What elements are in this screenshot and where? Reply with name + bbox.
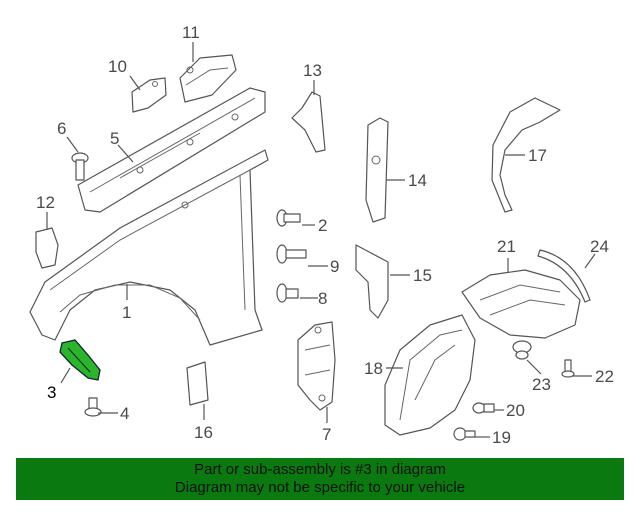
part-10-bracket (131, 77, 167, 113)
callout-2: 2 (318, 216, 327, 235)
callout-7: 7 (322, 425, 331, 444)
banner-line-1: Part or sub-assembly is #3 in diagram (194, 461, 446, 478)
part-16-panel (186, 361, 209, 406)
callout-8: 8 (318, 289, 327, 308)
callout-4: 4 (120, 404, 129, 423)
parts-diagram: 11 10 5 6 12 1 3 4 2 9 8 13 14 15 7 16 1… (29, 23, 614, 447)
part-9-bolt (276, 244, 307, 264)
callout-23: 23 (532, 375, 551, 394)
callout-17: 17 (528, 146, 547, 165)
part-19-screw (453, 427, 476, 441)
part-24-molding (537, 249, 591, 303)
part-18-liner (384, 314, 476, 436)
callout-19: 19 (492, 428, 511, 447)
callout-13: 13 (303, 61, 322, 80)
callout-14: 14 (408, 171, 427, 190)
callout-21: 21 (497, 237, 516, 256)
part-1-fender (29, 149, 269, 346)
leader-lines (46, 42, 596, 438)
part-21-liner (461, 269, 581, 339)
callout-12: 12 (36, 193, 55, 212)
part-22-stud (561, 359, 575, 378)
part-13-bracket (291, 91, 326, 153)
callout-3: 3 (47, 383, 56, 402)
callout-6: 6 (57, 119, 66, 138)
callout-18: 18 (364, 359, 383, 378)
info-banner: Part or sub-assembly is #3 in diagram Di… (16, 458, 624, 500)
banner-line-2: Diagram may not be specific to your vehi… (174, 479, 466, 496)
part-11-bracket (179, 54, 237, 103)
part-2-clip (276, 209, 301, 227)
callout-22: 22 (595, 367, 614, 386)
part-20-clip (472, 402, 495, 414)
part-3-highlighted (59, 339, 101, 381)
part-4-bolt (84, 397, 102, 417)
callout-20: 20 (506, 401, 525, 420)
part-12-bracket (35, 227, 59, 269)
callout-10: 10 (108, 57, 127, 76)
part-5-rail (77, 87, 266, 213)
callout-11: 11 (182, 23, 200, 42)
part-6-bolt (71, 152, 89, 181)
part-23-grommet (512, 340, 532, 360)
callout-5: 5 (110, 129, 119, 148)
callout-16: 16 (194, 423, 213, 442)
callout-24: 24 (590, 237, 609, 256)
part-14-panel (365, 117, 389, 223)
part-17-brace (491, 97, 561, 213)
callout-15: 15 (413, 266, 432, 285)
part-15-panel (355, 244, 389, 319)
part-7-hinge (297, 321, 336, 411)
part-8-clip (276, 283, 299, 303)
callout-1: 1 (122, 303, 131, 322)
callout-9: 9 (330, 257, 339, 276)
